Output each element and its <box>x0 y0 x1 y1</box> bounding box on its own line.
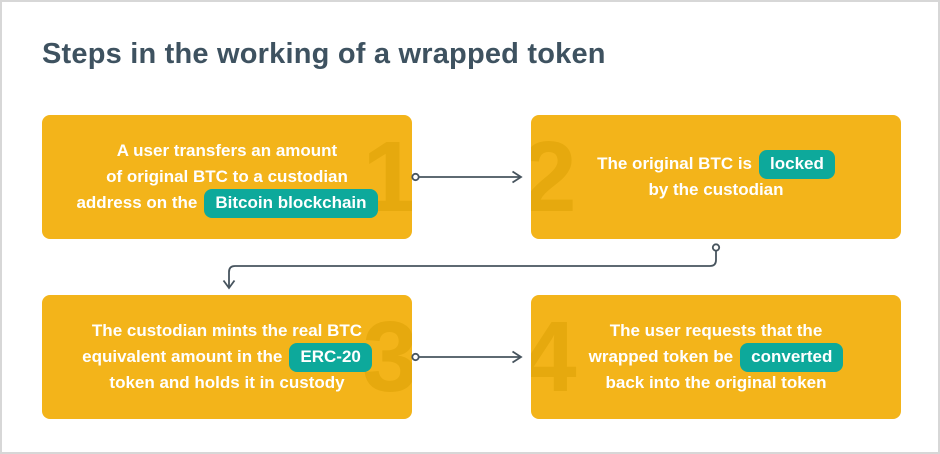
step-box-1: 1 A user transfers an amount of original… <box>42 115 412 239</box>
step-text: of original BTC to a custodian <box>106 167 348 186</box>
step-text: wrapped token be <box>588 347 734 366</box>
step-box-4: 4 The user requests that the wrapped tok… <box>531 295 901 419</box>
step-text: address on the <box>76 193 198 212</box>
step-box-3: 3 The custodian mints the real BTC equiv… <box>42 295 412 419</box>
step-text-line: wrapped token be converted <box>588 342 844 372</box>
step-box-2: 2 The original BTC is locked by the cust… <box>531 115 901 239</box>
step-text: by the custodian <box>648 180 784 199</box>
step-text-line: equivalent amount in the ERC-20 <box>82 342 372 372</box>
step-text-line: by the custodian <box>648 177 783 203</box>
step-text-line: token and holds it in custody <box>109 370 344 396</box>
step-text: equivalent amount in the <box>82 347 283 366</box>
step-text: The user requests that the <box>609 321 823 340</box>
step-text: token and holds it in custody <box>109 373 345 392</box>
highlight-badge: Bitcoin blockchain <box>204 188 378 218</box>
arrow-step1-to-step2-icon <box>411 170 523 184</box>
step-number-watermark: 2 <box>531 127 577 227</box>
step-text: The original BTC is <box>597 154 753 173</box>
highlight-badge: locked <box>759 149 835 179</box>
step-text: The custodian mints the real BTC <box>91 321 363 340</box>
highlight-badge: ERC-20 <box>289 342 372 372</box>
arrow-step2-to-step3-icon <box>222 243 721 290</box>
highlight-badge: converted <box>740 342 844 372</box>
step-text-line: The original BTC is locked <box>597 149 835 179</box>
step-text: back into the original token <box>605 373 827 392</box>
step-text-line: The user requests that the <box>610 318 823 344</box>
step-text-line: A user transfers an amount <box>117 138 337 164</box>
step-text-line: back into the original token <box>605 370 826 396</box>
step-text-line: address on the Bitcoin blockchain <box>76 188 378 218</box>
step-text-line: of original BTC to a custodian <box>106 164 348 190</box>
step-text: A user transfers an amount <box>116 141 338 160</box>
arrow-step3-to-step4-icon <box>411 350 523 364</box>
page-title: Steps in the working of a wrapped token <box>42 38 606 70</box>
step-number-watermark: 4 <box>531 307 577 407</box>
step-text-line: The custodian mints the real BTC <box>92 318 362 344</box>
